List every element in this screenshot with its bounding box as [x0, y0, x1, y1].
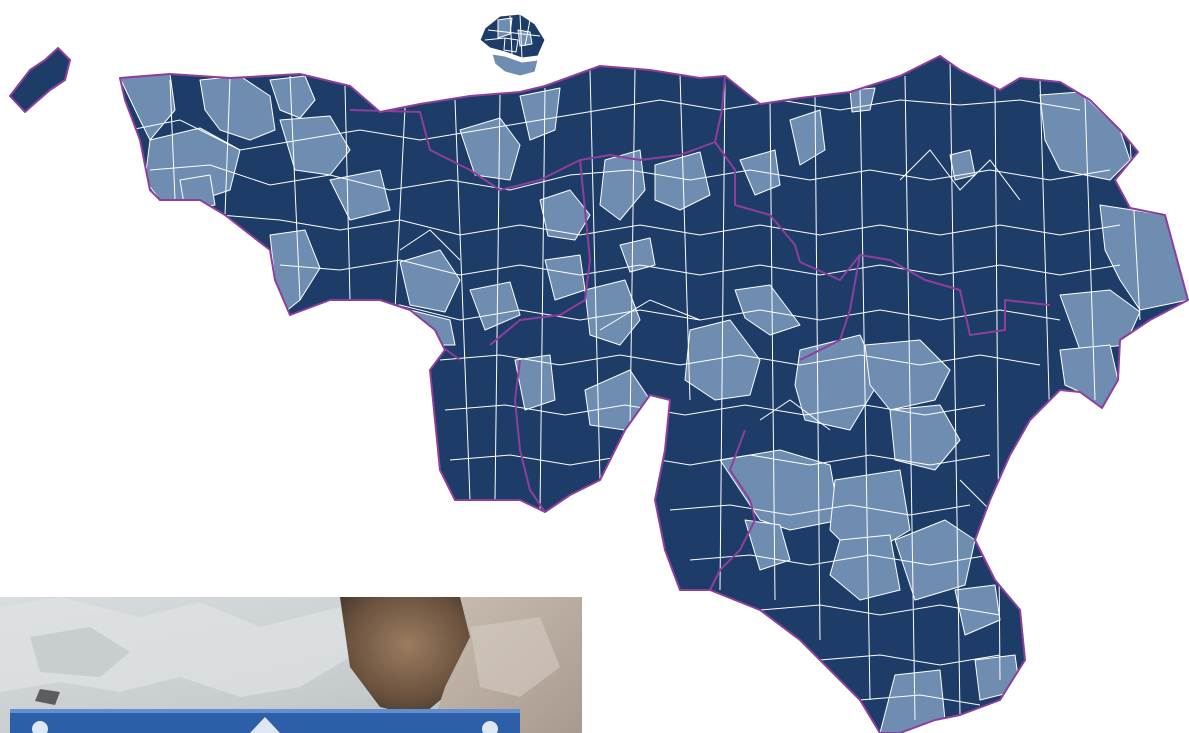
brussels-capital-region [479, 13, 546, 77]
province-borders [349, 75, 1051, 591]
comines-warneton-exclave [9, 47, 71, 113]
wallonia-outline [119, 55, 1189, 733]
rock-photo [0, 597, 582, 733]
light-municipalities [120, 73, 1188, 733]
municipal-boundaries [129, 59, 1141, 721]
blue-sign [10, 709, 520, 733]
